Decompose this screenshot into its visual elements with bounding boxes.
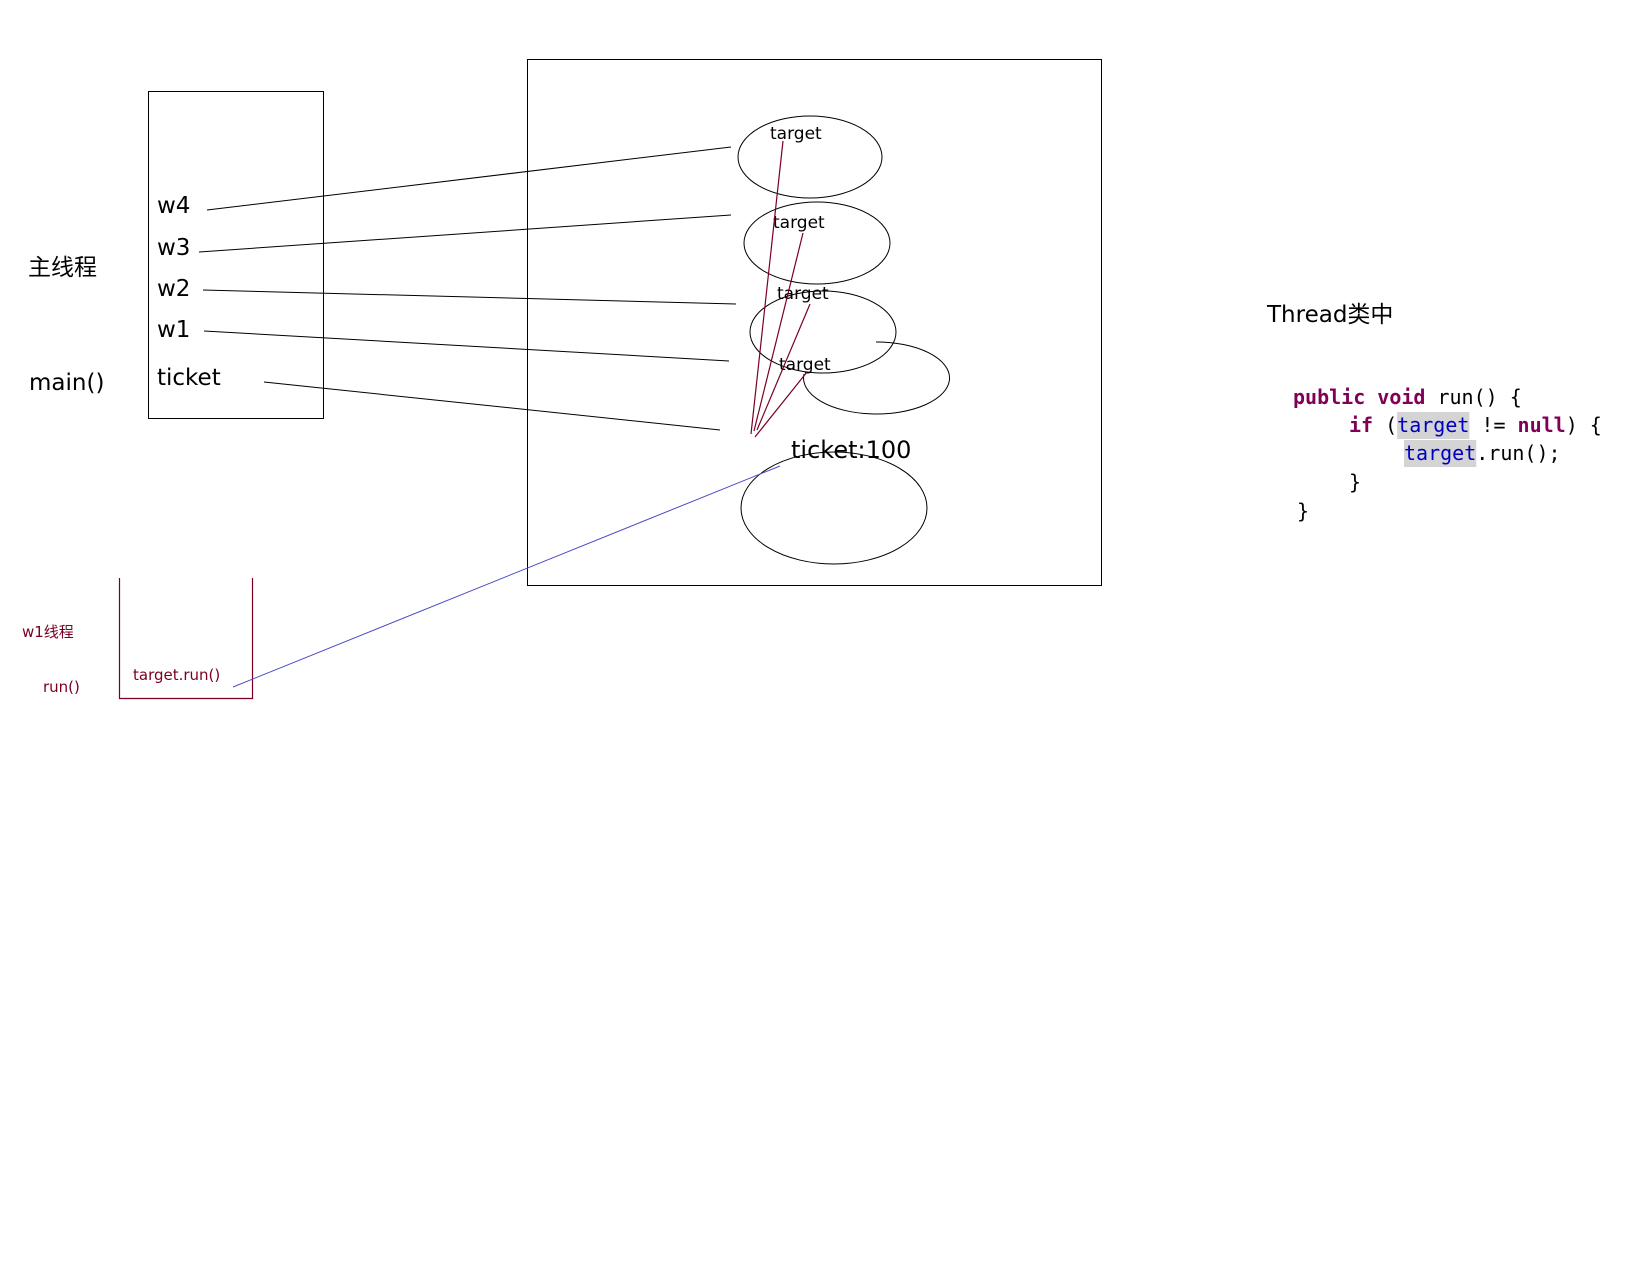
w1-frame-text: target.run() bbox=[133, 666, 220, 684]
code-token: if bbox=[1349, 413, 1373, 437]
main-stack-box bbox=[148, 91, 324, 419]
heap-label-target-3: target bbox=[777, 284, 829, 304]
w1-thread-title: w1线程 bbox=[22, 623, 74, 641]
code-token: } bbox=[1297, 499, 1309, 523]
heap-label-ticket: ticket:100 bbox=[791, 436, 911, 464]
target-ref-line-3 bbox=[756, 303, 811, 431]
stack-var-ticket: ticket bbox=[157, 365, 221, 391]
ref-line-w1 bbox=[203, 330, 730, 362]
code-token: null bbox=[1518, 413, 1566, 437]
code-block: public void run() {if (target != null) {… bbox=[1293, 385, 1602, 523]
heap-label-target-1: target bbox=[770, 124, 822, 144]
target-ref-line-1 bbox=[750, 140, 784, 435]
main-thread-title: 主线程 bbox=[28, 255, 97, 281]
ref-line-w3 bbox=[198, 214, 732, 253]
stack-var-w1: w1 bbox=[157, 317, 190, 343]
heap-label-target-2: target bbox=[773, 213, 825, 233]
code-token: target bbox=[1397, 413, 1469, 437]
code-token: .run(); bbox=[1476, 441, 1560, 465]
heap-object-ticket bbox=[740, 451, 928, 565]
code-token: } bbox=[1349, 470, 1361, 494]
code-token: != bbox=[1469, 413, 1517, 437]
ref-line-w2 bbox=[202, 289, 737, 305]
ref-line-w4 bbox=[206, 146, 732, 211]
stack-var-w3: w3 bbox=[157, 235, 190, 261]
code-token: public void bbox=[1293, 385, 1425, 409]
code-token: ) { bbox=[1566, 413, 1602, 437]
heap-label-target-4: target bbox=[779, 355, 831, 375]
code-token: ( bbox=[1373, 413, 1397, 437]
w1-method-label: run() bbox=[43, 678, 80, 696]
target-ref-line-2 bbox=[753, 232, 804, 432]
heap-object-w4-target bbox=[737, 115, 883, 199]
call-line bbox=[232, 465, 781, 688]
thread-class-title: Thread类中 bbox=[1266, 302, 1393, 328]
main-method-label: main() bbox=[29, 370, 104, 396]
stack-var-w2: w2 bbox=[157, 276, 190, 302]
code-highlight bbox=[1397, 412, 1470, 439]
w1-stack-box bbox=[118, 578, 254, 700]
stack-var-w4: w4 bbox=[157, 193, 190, 219]
heap-object-w1-target bbox=[803, 341, 951, 415]
target-ref-line-4 bbox=[754, 371, 808, 438]
heap-box bbox=[527, 59, 1102, 586]
code-highlight bbox=[1404, 440, 1477, 467]
heap-object-w2-target bbox=[749, 290, 897, 374]
heap-object-w3-target bbox=[743, 201, 891, 285]
code-token: target bbox=[1404, 441, 1476, 465]
ref-line-ticket bbox=[263, 381, 721, 431]
code-token: run() { bbox=[1425, 385, 1521, 409]
